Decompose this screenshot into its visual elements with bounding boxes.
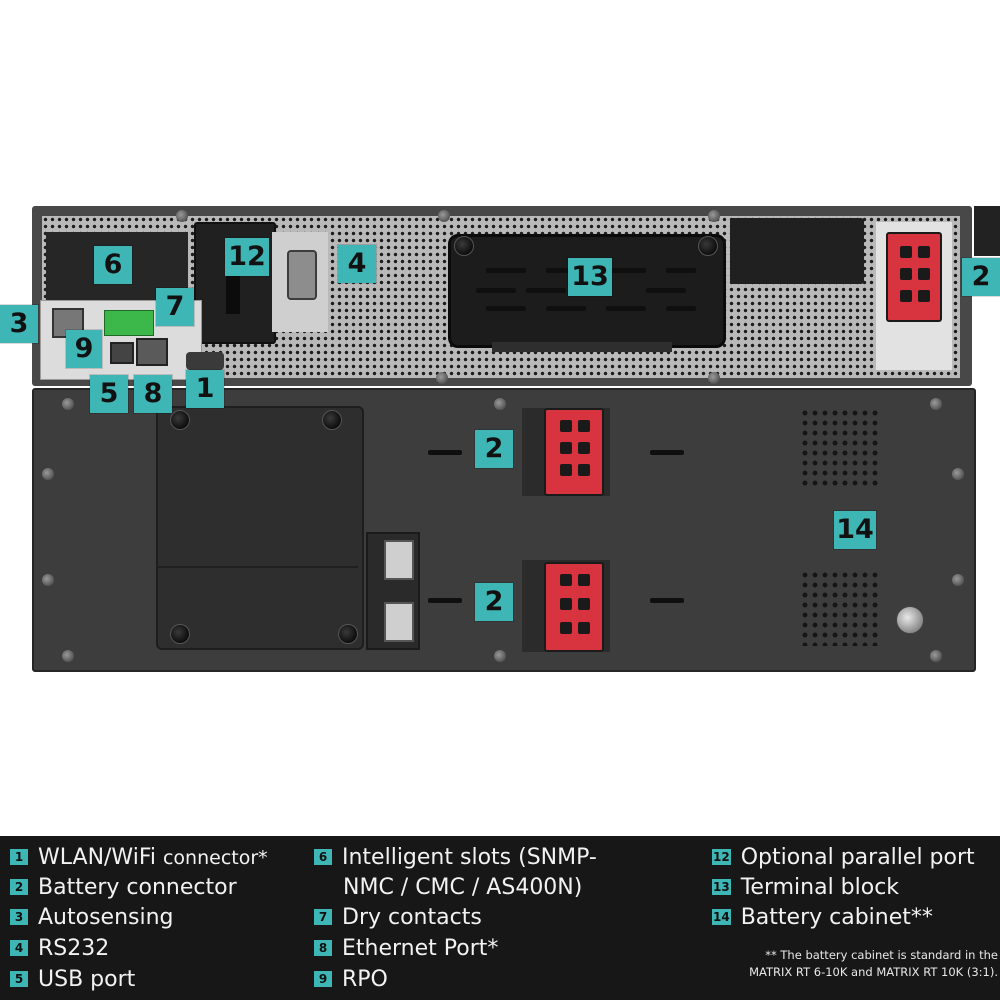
battery-connector-bottom <box>544 562 604 652</box>
battery-connector-top <box>886 232 942 322</box>
legend-panel: 1 WLAN/WiFi connector* 2 Battery connector… <box>0 836 1000 1000</box>
legend-label: RS232 <box>38 936 110 961</box>
callout-7: 7 <box>156 288 194 326</box>
legend-number: 8 <box>314 940 332 956</box>
callout-14: 14 <box>834 511 876 549</box>
usb-port <box>110 342 134 364</box>
ethernet-port <box>136 338 168 366</box>
legend-item-2: 2 Battery connector <box>10 873 237 903</box>
wlan-connector <box>186 352 224 370</box>
ground-terminal <box>896 606 924 634</box>
legend-number: 4 <box>10 940 28 956</box>
battery-connector-middle <box>544 408 604 496</box>
cabinet-cover-plate <box>156 406 364 650</box>
legend-number: 1 <box>10 849 28 865</box>
callout-8: 8 <box>134 375 172 413</box>
legend-label: Battery connector <box>38 875 237 900</box>
callout-9: 9 <box>66 330 102 368</box>
legend-item-14: 14 Battery cabinet** <box>712 903 933 933</box>
callout-12: 12 <box>225 238 269 276</box>
callout-5: 5 <box>90 375 128 413</box>
legend-number: 14 <box>712 909 731 925</box>
legend-number: 5 <box>10 971 28 987</box>
blank-plate <box>730 218 864 284</box>
callout-3: 3 <box>0 305 38 343</box>
rs232-port <box>287 250 317 300</box>
note-line-1: ** The battery cabinet is standard in th… <box>765 948 998 962</box>
legend-label: Autosensing <box>38 905 174 930</box>
legend-item-13: 13 Terminal block <box>712 873 899 903</box>
callout-2-bottom: 2 <box>475 583 513 621</box>
legend-label-small: connector* <box>162 847 268 869</box>
legend-label: WLAN/WiFi <box>38 845 163 870</box>
legend-number: 7 <box>314 909 332 925</box>
legend-number: 2 <box>10 879 28 895</box>
cabinet-vent-top <box>800 408 878 488</box>
legend-item-12: 12 Optional parallel port <box>712 843 975 873</box>
legend-item-9: 9 RPO <box>314 965 388 995</box>
legend-item-7: 7 Dry contacts <box>314 903 482 933</box>
battery-cabinet-note: ** The battery cabinet is standard in th… <box>749 947 998 981</box>
callout-6: 6 <box>94 246 132 284</box>
legend-item-3: 3 Autosensing <box>10 903 174 933</box>
dry-contacts-terminal <box>104 310 154 336</box>
note-line-2: MATRIX RT 6-10K and MATRIX RT 10K (3:1). <box>749 965 998 979</box>
legend-item-6: 6 Intelligent slots (SNMP- <box>314 843 597 873</box>
legend-item-1: 1 WLAN/WiFi connector* <box>10 843 268 873</box>
side-bracket <box>974 206 1000 256</box>
callout-2-top: 2 <box>962 258 1000 296</box>
callout-2-middle: 2 <box>475 430 513 468</box>
callout-1: 1 <box>186 370 224 408</box>
legend-number: 6 <box>314 849 332 865</box>
legend-label: RPO <box>342 967 388 992</box>
legend-label: Intelligent slots (SNMP- <box>342 845 597 870</box>
legend-item-4: 4 RS232 <box>10 934 109 964</box>
legend-label: Dry contacts <box>342 905 482 930</box>
legend-label: Terminal block <box>740 875 900 900</box>
callout-4: 4 <box>338 245 376 283</box>
legend-item-5: 5 USB port <box>10 965 135 995</box>
cabinet-vent-bottom <box>800 570 878 646</box>
legend-number: 12 <box>712 849 731 865</box>
legend-item-6-line2: NMC / CMC / AS400N) <box>343 873 582 903</box>
legend-label: Ethernet Port* <box>342 936 499 961</box>
callout-13: 13 <box>568 258 612 296</box>
legend-item-8: 8 Ethernet Port* <box>314 934 498 964</box>
legend-label: USB port <box>38 967 136 992</box>
legend-label: Battery cabinet** <box>740 905 933 930</box>
legend-label: Optional parallel port <box>740 845 975 870</box>
legend-number: 13 <box>712 879 731 895</box>
legend-number: 9 <box>314 971 332 987</box>
legend-label: NMC / CMC / AS400N) <box>343 875 583 900</box>
legend-number: 3 <box>10 909 28 925</box>
